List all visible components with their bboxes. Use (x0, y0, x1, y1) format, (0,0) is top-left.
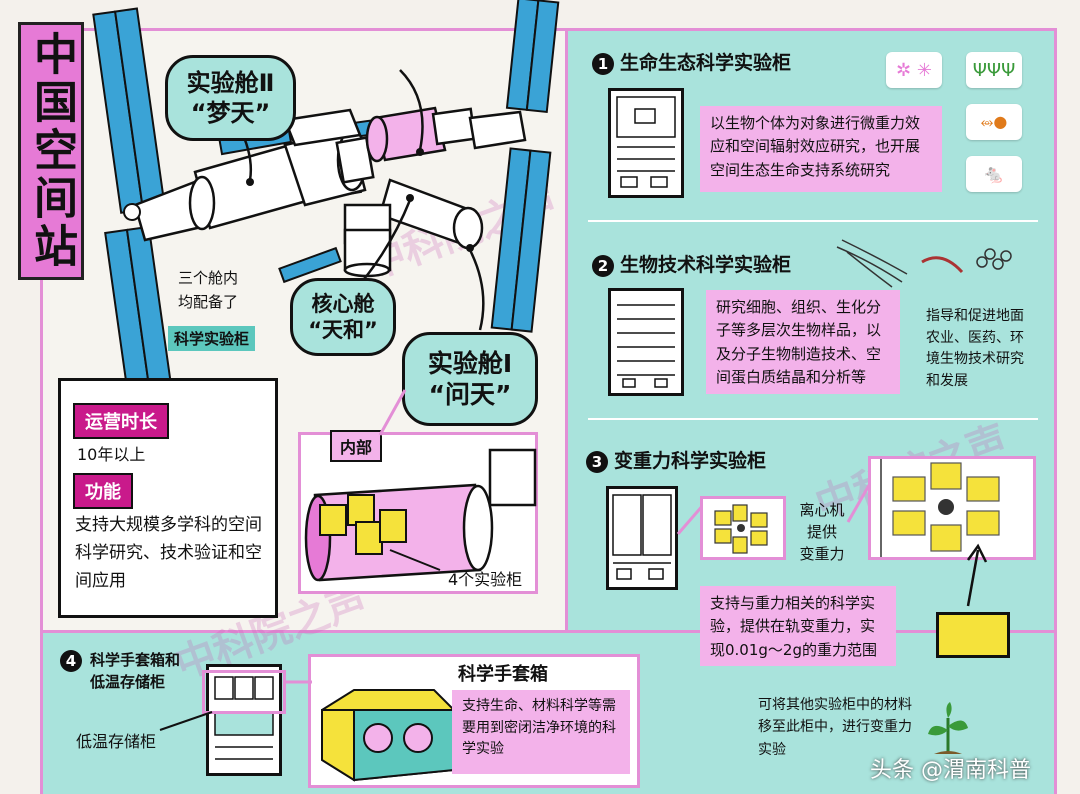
module1-name: 实验舱Ⅰ (427, 348, 513, 378)
material-box (936, 612, 1010, 658)
connector-line (676, 503, 706, 535)
solar-panel (278, 246, 342, 284)
solar-panel (490, 147, 552, 333)
cabinet-icon (608, 88, 684, 198)
function-tag: 功能 (73, 473, 133, 509)
interior-tag: 内部 (330, 430, 383, 462)
section4-number: 4 (60, 650, 82, 672)
solar-panel (104, 225, 174, 403)
low-temp-label: 低温存储柜 (76, 732, 157, 751)
core-nick: “天和” (308, 318, 378, 342)
duration-value: 10年以上 (77, 445, 146, 464)
section2-header: 2 生物技术科学实验柜 (592, 250, 791, 277)
section1-header: 1 生命生态科学实验柜 (592, 48, 791, 75)
grass-icon: ΨΨΨ (966, 52, 1022, 88)
cabinet-icon (606, 486, 678, 590)
page-title: 中国空间站 (18, 22, 84, 280)
divider (588, 418, 1038, 420)
module-note: 三个舱内 均配备了 (178, 269, 239, 311)
solar-panel (92, 7, 166, 214)
plant-icon (928, 702, 968, 754)
space-station-illustration (92, 0, 560, 403)
centrifuge-thumb (700, 496, 786, 560)
function-text: 支持大规模多学科的空间科学研究、技术验证和空间应用 (75, 515, 262, 592)
ops-box: 运营时长 10年以上 功能 支持大规模多学科的空间科学研究、技术验证和空间应用 (58, 378, 278, 618)
biotech-sketch-icon (836, 239, 1012, 288)
pointer-line (159, 711, 213, 731)
module1-bubble: 实验舱Ⅰ “问天” (402, 332, 538, 426)
connector-line (284, 680, 312, 684)
section3-desc: 支持与重力相关的科学实验，提供在轨变重力，实现0.01g～2g的重力范围 (700, 586, 896, 666)
solar-panel (505, 0, 560, 114)
module2-name: 实验舱Ⅱ (186, 69, 275, 97)
section2-side-note: 指导和促进地面农业、医药、环境生物技术研究和发展 (926, 308, 1024, 390)
glovebox-highlight (202, 670, 286, 714)
module2-bubble: 实验舱Ⅱ “梦天” (165, 55, 296, 141)
section2-title: 生物技术科学实验柜 (620, 254, 792, 276)
section1-number: 1 (592, 53, 614, 75)
centrifuge-caption: 离心机 提供 变重力 (799, 501, 845, 563)
section1-title: 生命生态科学实验柜 (620, 52, 792, 74)
core-name: 核心舱 (311, 291, 375, 316)
pointer-line (468, 249, 485, 331)
glovebox-title: 科学手套箱 (458, 664, 548, 685)
section4-header: 4 (60, 650, 88, 672)
section3-number: 3 (586, 451, 608, 473)
connector-line (378, 389, 407, 436)
up-arrow-icon (966, 543, 988, 607)
section1-desc: 以生物个体为对象进行微重力效应和空间辐射效应研究，也开展空间生态生命支持系统研究 (700, 106, 942, 192)
interior-illustration (304, 448, 537, 582)
divider (588, 220, 1038, 222)
glovebox-desc: 支持生命、材料科学等需要用到密闭洁净环境的科学实验 (452, 690, 630, 774)
duration-tag: 运营时长 (73, 403, 169, 439)
section2-number: 2 (592, 255, 614, 277)
core-bubble: 核心舱 “天和” (290, 278, 396, 356)
pointer-line (399, 69, 424, 151)
credit-text: 头条 @渭南科普 (870, 758, 1031, 783)
note-highlight: 科学实验柜 (168, 326, 256, 351)
section4-title: 科学手套箱和 低温存储柜 (90, 651, 181, 691)
module2-nick: “梦天” (190, 99, 271, 127)
fruit-fly-icon: ⥈● (966, 104, 1022, 140)
module1-nick: “问天” (428, 380, 512, 409)
section3-title: 变重力科学实验柜 (614, 450, 767, 472)
section3-header: 3 变重力科学实验柜 (586, 446, 766, 473)
interior-label: 4个实验柜 (448, 570, 523, 589)
transfer-note: 可将其他实验柜中的材料移至此柜中，进行变重力实验 (758, 697, 912, 758)
centrifuge-zoom (868, 456, 1036, 560)
cabinet-icon (608, 288, 684, 396)
microbe-icon: ✲ ✳ (886, 52, 942, 88)
glovebox-illustration (321, 689, 455, 782)
mouse-icon: 🐁 (966, 156, 1022, 192)
section2-desc: 研究细胞、组织、生化分子等多层次生物样品，以及分子生物制造技术、空间蛋白质结晶和… (706, 290, 900, 394)
